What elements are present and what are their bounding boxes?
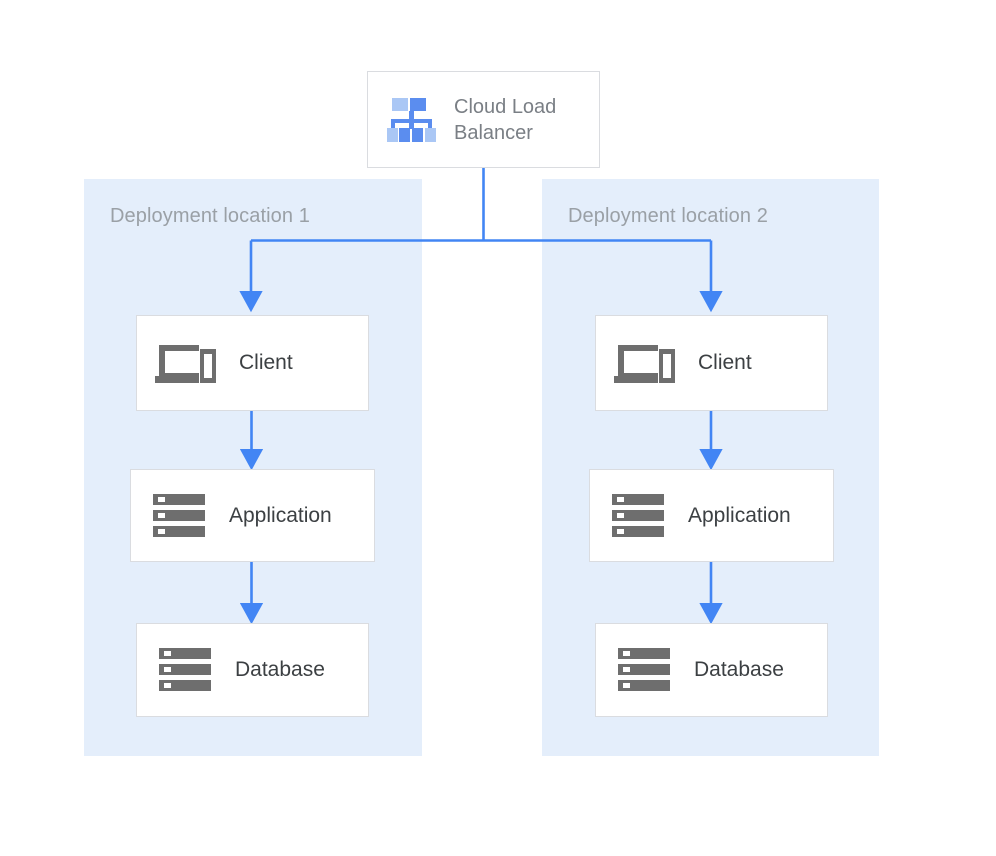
cloud-load-balancer-icon bbox=[386, 94, 438, 146]
node-label: Database bbox=[235, 658, 325, 681]
node-label: Application bbox=[688, 503, 791, 527]
node-application-1[interactable]: Application bbox=[130, 469, 375, 562]
node-label: Cloud Load Balancer bbox=[454, 95, 557, 144]
node-cloud-load-balancer[interactable]: Cloud Load Balancer bbox=[367, 71, 600, 168]
node-label: Database bbox=[694, 658, 784, 681]
server-stack-icon bbox=[153, 492, 207, 540]
deployment-zone-1-label: Deployment location 1 bbox=[110, 205, 310, 227]
client-devices-icon bbox=[155, 337, 217, 389]
server-stack-icon bbox=[612, 492, 666, 540]
node-client-2[interactable]: Client bbox=[595, 315, 828, 411]
node-label: Application bbox=[229, 503, 332, 527]
node-label: Client bbox=[239, 351, 293, 374]
deployment-zone-2-label: Deployment location 2 bbox=[568, 205, 768, 227]
node-database-1[interactable]: Database bbox=[136, 623, 369, 717]
node-client-1[interactable]: Client bbox=[136, 315, 369, 411]
client-devices-icon bbox=[614, 337, 676, 389]
node-application-2[interactable]: Application bbox=[589, 469, 834, 562]
node-label: Client bbox=[698, 351, 752, 374]
server-stack-icon bbox=[618, 646, 672, 694]
node-database-2[interactable]: Database bbox=[595, 623, 828, 717]
server-stack-icon bbox=[159, 646, 213, 694]
